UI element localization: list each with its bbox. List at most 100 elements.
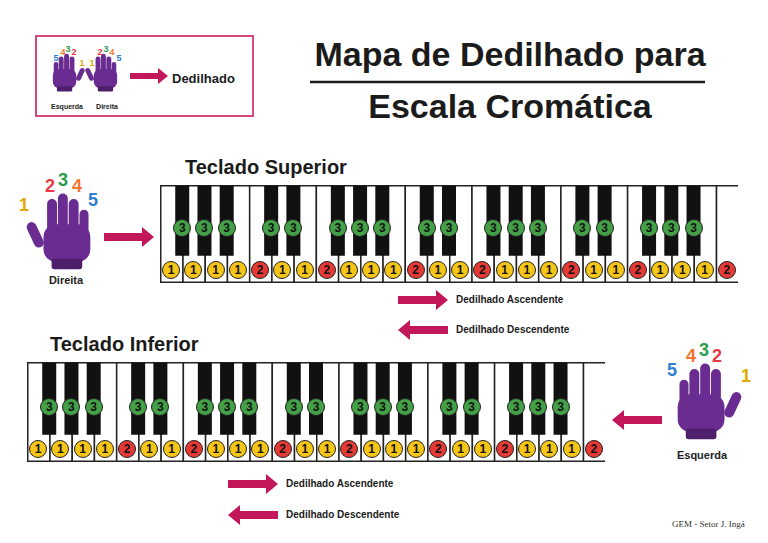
finger-number: 3 (446, 222, 453, 234)
finger-number: 3 (579, 222, 586, 234)
hand-arrow (612, 410, 662, 430)
keyboard: Teclado Superior333333333333333333111121… (160, 185, 738, 283)
finger-number: 1 (413, 443, 420, 455)
white-key-finger: 1 (496, 261, 514, 279)
finger-number: 3 (646, 222, 653, 234)
finger-number: 2 (97, 48, 102, 57)
finger-number: 2 (346, 443, 353, 455)
white-key-finger: 1 (296, 440, 314, 458)
finger-number: 1 (79, 443, 86, 455)
finger-number: 3 (446, 401, 453, 413)
white-key-finger: 1 (74, 440, 92, 458)
finger-number: 1 (257, 443, 264, 455)
finger-number: 1 (190, 264, 197, 276)
finger-number: 3 (290, 401, 297, 413)
finger-number: 2 (724, 264, 731, 276)
black-key-finger: 3 (440, 219, 458, 237)
title: Mapa de Dedilhado para Escala Cromática (280, 28, 740, 132)
finger-number: 1 (234, 264, 241, 276)
finger-number: 1 (612, 264, 619, 276)
black-key-finger: 3 (552, 398, 570, 416)
finger-number: 1 (368, 264, 375, 276)
finger-number: 1 (79, 59, 84, 68)
finger-number: 1 (89, 59, 94, 68)
finger-number: 1 (302, 443, 309, 455)
finger-number: 2 (45, 177, 55, 195)
white-key-finger: 1 (451, 261, 469, 279)
finger-number: 3 (68, 401, 75, 413)
finger-number: 1 (235, 443, 242, 455)
finger-number: 3 (513, 401, 520, 413)
finger-number: 2 (568, 264, 575, 276)
black-key-finger: 3 (329, 219, 347, 237)
black-key-finger: 3 (640, 219, 658, 237)
finger-number: 1 (35, 443, 42, 455)
finger-number: 3 (58, 171, 68, 189)
finger-number: 3 (46, 401, 53, 413)
finger-number: 3 (668, 222, 675, 234)
finger-number: 4 (109, 48, 114, 57)
right-hand-small (85, 54, 118, 92)
finger-number: 1 (212, 264, 219, 276)
white-key-finger: 2 (118, 440, 136, 458)
white-key-finger: 1 (452, 440, 470, 458)
finger-number: 1 (346, 264, 353, 276)
finger-number: 3 (313, 401, 320, 413)
white-key-finger: 2 (251, 261, 269, 279)
hand-name: Esquerda (51, 103, 83, 110)
keyboard: Teclado Inferior333333333333333333111121… (27, 362, 605, 462)
white-key (717, 186, 738, 283)
finger-number: 2 (190, 443, 197, 455)
finger-number: 3 (357, 222, 364, 234)
finger-number: 1 (390, 264, 397, 276)
finger-number: 2 (124, 443, 131, 455)
finger-number: 2 (712, 347, 722, 365)
direction-label: Dedilhado Ascendente (456, 295, 563, 305)
ascending-arrow (398, 290, 448, 310)
finger-number: 1 (368, 443, 375, 455)
direction-label: Dedilhado Descendente (456, 325, 569, 335)
white-key-finger: 1 (29, 440, 47, 458)
legend-text: Dedilhado (172, 72, 235, 85)
finger-number: 1 (679, 264, 686, 276)
finger-number: 2 (502, 443, 509, 455)
white-key-finger: 1 (385, 440, 403, 458)
finger-number: 3 (357, 401, 364, 413)
white-key-finger: 2 (407, 261, 425, 279)
white-key-finger: 1 (340, 261, 358, 279)
finger-number: 3 (90, 401, 97, 413)
finger-number: 3 (179, 222, 186, 234)
black-key-finger: 3 (463, 398, 481, 416)
finger-number: 5 (53, 54, 58, 63)
white-key-finger: 1 (429, 261, 447, 279)
finger-number: 1 (701, 264, 708, 276)
black-key-finger: 3 (529, 219, 547, 237)
white-key-finger: 2 (496, 440, 514, 458)
white-key-finger: 1 (318, 440, 336, 458)
black-key-finger: 3 (196, 398, 214, 416)
black-key-finger: 3 (307, 398, 325, 416)
white-key-finger: 2 (718, 261, 736, 279)
finger-number: 1 (57, 443, 64, 455)
keyboard-title: Teclado Superior (185, 157, 347, 177)
title-underline (310, 81, 705, 84)
black-key-finger: 3 (285, 398, 303, 416)
white-key-finger: 1 (229, 261, 247, 279)
finger-number: 4 (686, 347, 696, 365)
black-key-finger: 3 (418, 219, 436, 237)
finger-number: 1 (457, 264, 464, 276)
black-key-finger: 3 (85, 398, 103, 416)
finger-number: 5 (116, 54, 121, 63)
finger-number: 3 (103, 45, 108, 54)
finger-number: 4 (60, 48, 65, 57)
black-key-finger: 3 (507, 219, 525, 237)
finger-number: 3 (512, 222, 519, 234)
left-hand (678, 364, 743, 440)
white-key-finger: 1 (585, 261, 603, 279)
finger-number: 3 (268, 222, 275, 234)
finger-number: 3 (201, 222, 208, 234)
finger-number: 1 (213, 443, 220, 455)
finger-number: 4 (72, 177, 82, 195)
white-key-finger: 1 (162, 261, 180, 279)
white-key-finger: 2 (318, 261, 336, 279)
